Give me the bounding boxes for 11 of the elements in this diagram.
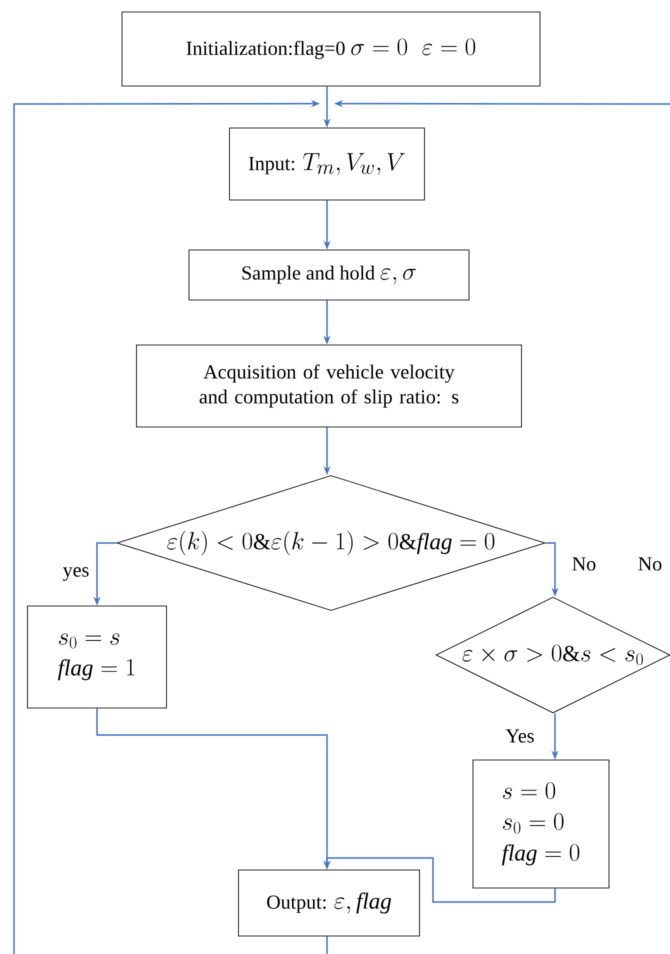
process-box: $s=0$ $s_0=0$ $\mathit{flag}=0$: [472, 760, 610, 888]
process-box: $s_0=s$ $\mathit{flag}=1$: [27, 606, 167, 708]
process-box: Sample and hold $\varepsilon,\sigma$: [188, 250, 470, 300]
process-box: Acquisition of vehicle velocity and computation of slip ratio: s: [136, 344, 522, 428]
edge-label: Yes: [504, 728, 536, 744]
process-box: Input: $T_m,V_w,V$: [229, 128, 425, 200]
process-box: Output: $\varepsilon,\mathit{flag}$: [238, 870, 420, 936]
branch-text: No: [638, 557, 662, 571]
process-box: Initialization:flag=0 $\sigma=0 \;\; \varepsilon=0$: [122, 12, 540, 86]
edge-label: No: [570, 556, 598, 572]
edge-label: yes: [62, 566, 90, 582]
